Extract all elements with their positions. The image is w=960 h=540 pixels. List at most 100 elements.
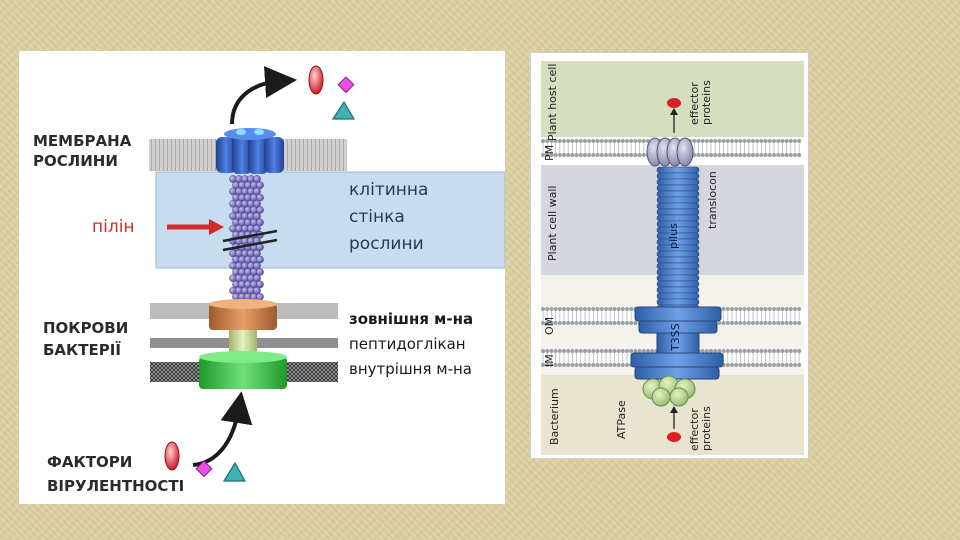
lipid-head xyxy=(553,363,558,367)
pilus-column xyxy=(656,166,700,312)
effector-pink-bottom xyxy=(195,460,213,478)
lipid-head xyxy=(562,153,566,157)
lipid-head xyxy=(616,153,621,157)
pilus-ring xyxy=(656,184,700,192)
lipid-head xyxy=(738,307,743,311)
lipid-head xyxy=(788,321,793,325)
lipid-head xyxy=(721,321,726,325)
lipid-head xyxy=(797,321,802,325)
lipid-head xyxy=(604,363,608,367)
effector-pink-top xyxy=(337,76,355,94)
lipid-head xyxy=(574,153,579,157)
lipid-head xyxy=(574,139,579,143)
lipid-head xyxy=(570,139,575,143)
pilus-bead xyxy=(253,274,261,282)
lipid-head xyxy=(763,139,768,143)
translocon-complex xyxy=(646,137,694,167)
lipid-head xyxy=(717,139,722,143)
lipid-head xyxy=(763,321,768,325)
cell-wall-label-3: рослини xyxy=(349,234,424,254)
lipid-head xyxy=(755,363,760,367)
lipid-head xyxy=(578,139,583,143)
lipid-head xyxy=(742,321,747,325)
pilus-ring xyxy=(656,298,700,306)
lipid-head xyxy=(583,349,587,353)
lipid-head xyxy=(566,139,571,143)
pilus-bead xyxy=(253,261,261,270)
lipid-head xyxy=(553,139,558,143)
lipid-head xyxy=(541,307,545,311)
lipid-head xyxy=(713,349,718,353)
lipid-head xyxy=(591,363,596,367)
lipid-head xyxy=(734,321,739,325)
lipid-head xyxy=(570,321,575,325)
plant-membrane-label-2: РОСЛИНИ xyxy=(33,152,118,170)
lipid-head xyxy=(776,307,781,311)
lipid-head xyxy=(562,363,566,367)
lipid-head xyxy=(793,363,797,367)
lipid-head xyxy=(797,153,802,157)
lipid-head xyxy=(578,307,583,311)
lipid-head xyxy=(763,349,768,353)
lipid-head xyxy=(759,139,764,143)
lipid-head xyxy=(612,307,617,311)
effector-top-label-2: proteins xyxy=(700,80,713,125)
lipid-head xyxy=(742,153,747,157)
lipid-head xyxy=(591,321,596,325)
effector-dot-top xyxy=(667,98,681,108)
pilus-bead xyxy=(253,224,261,233)
lipid-head xyxy=(545,153,550,157)
right-diagram-graphic xyxy=(541,61,804,455)
lipid-head xyxy=(604,321,608,325)
pilus-ring xyxy=(656,286,700,294)
lipid-head xyxy=(625,321,629,325)
lipid-head xyxy=(616,139,621,143)
lipid-head xyxy=(730,363,734,367)
lipid-head xyxy=(784,153,789,157)
lipid-head xyxy=(730,321,734,325)
lipid-head xyxy=(629,321,634,325)
pilus-ring xyxy=(656,292,700,300)
lipid-head xyxy=(746,363,751,367)
lipid-head xyxy=(746,349,751,353)
lipid-head xyxy=(549,321,554,325)
secretion-arrow-top xyxy=(230,66,297,125)
pilus-bead xyxy=(256,181,264,189)
lipid-head xyxy=(767,307,772,311)
lipid-head xyxy=(599,139,604,143)
lipid-head xyxy=(553,307,558,311)
lipid-head xyxy=(562,307,566,311)
inner-membrane-label: внутрішня м-на xyxy=(349,360,473,378)
pilus-bead xyxy=(256,268,264,276)
lipid-head xyxy=(587,321,592,325)
atpase-complex xyxy=(642,375,696,407)
pilus-ring xyxy=(656,274,700,282)
lipid-head xyxy=(700,139,705,143)
lipid-head xyxy=(641,139,646,143)
effector-arrow-bottom-head xyxy=(670,406,678,413)
lipid-head xyxy=(591,307,596,311)
lipid-head xyxy=(612,363,617,367)
lipid-head xyxy=(788,153,793,157)
pilus-ring xyxy=(656,280,700,288)
lipid-head xyxy=(620,307,625,311)
lipid-head xyxy=(725,321,730,325)
lipid-head xyxy=(625,363,629,367)
lipid-head xyxy=(751,349,755,353)
lipid-head xyxy=(784,307,789,311)
lipid-head xyxy=(772,153,776,157)
t3ss-body xyxy=(630,306,724,380)
lipid-head xyxy=(574,363,579,367)
lipid-head xyxy=(772,307,776,311)
lipid-head xyxy=(629,349,634,353)
pilus-ring xyxy=(656,250,700,258)
lipid-head xyxy=(562,321,566,325)
lipid-head xyxy=(788,349,793,353)
pilus-ring xyxy=(656,256,700,264)
lipid-head xyxy=(557,139,562,143)
lipid-head xyxy=(562,139,566,143)
lipid-head xyxy=(633,321,638,325)
lipid-head xyxy=(625,139,629,143)
lipid-head xyxy=(553,153,558,157)
lipid-head xyxy=(608,307,613,311)
